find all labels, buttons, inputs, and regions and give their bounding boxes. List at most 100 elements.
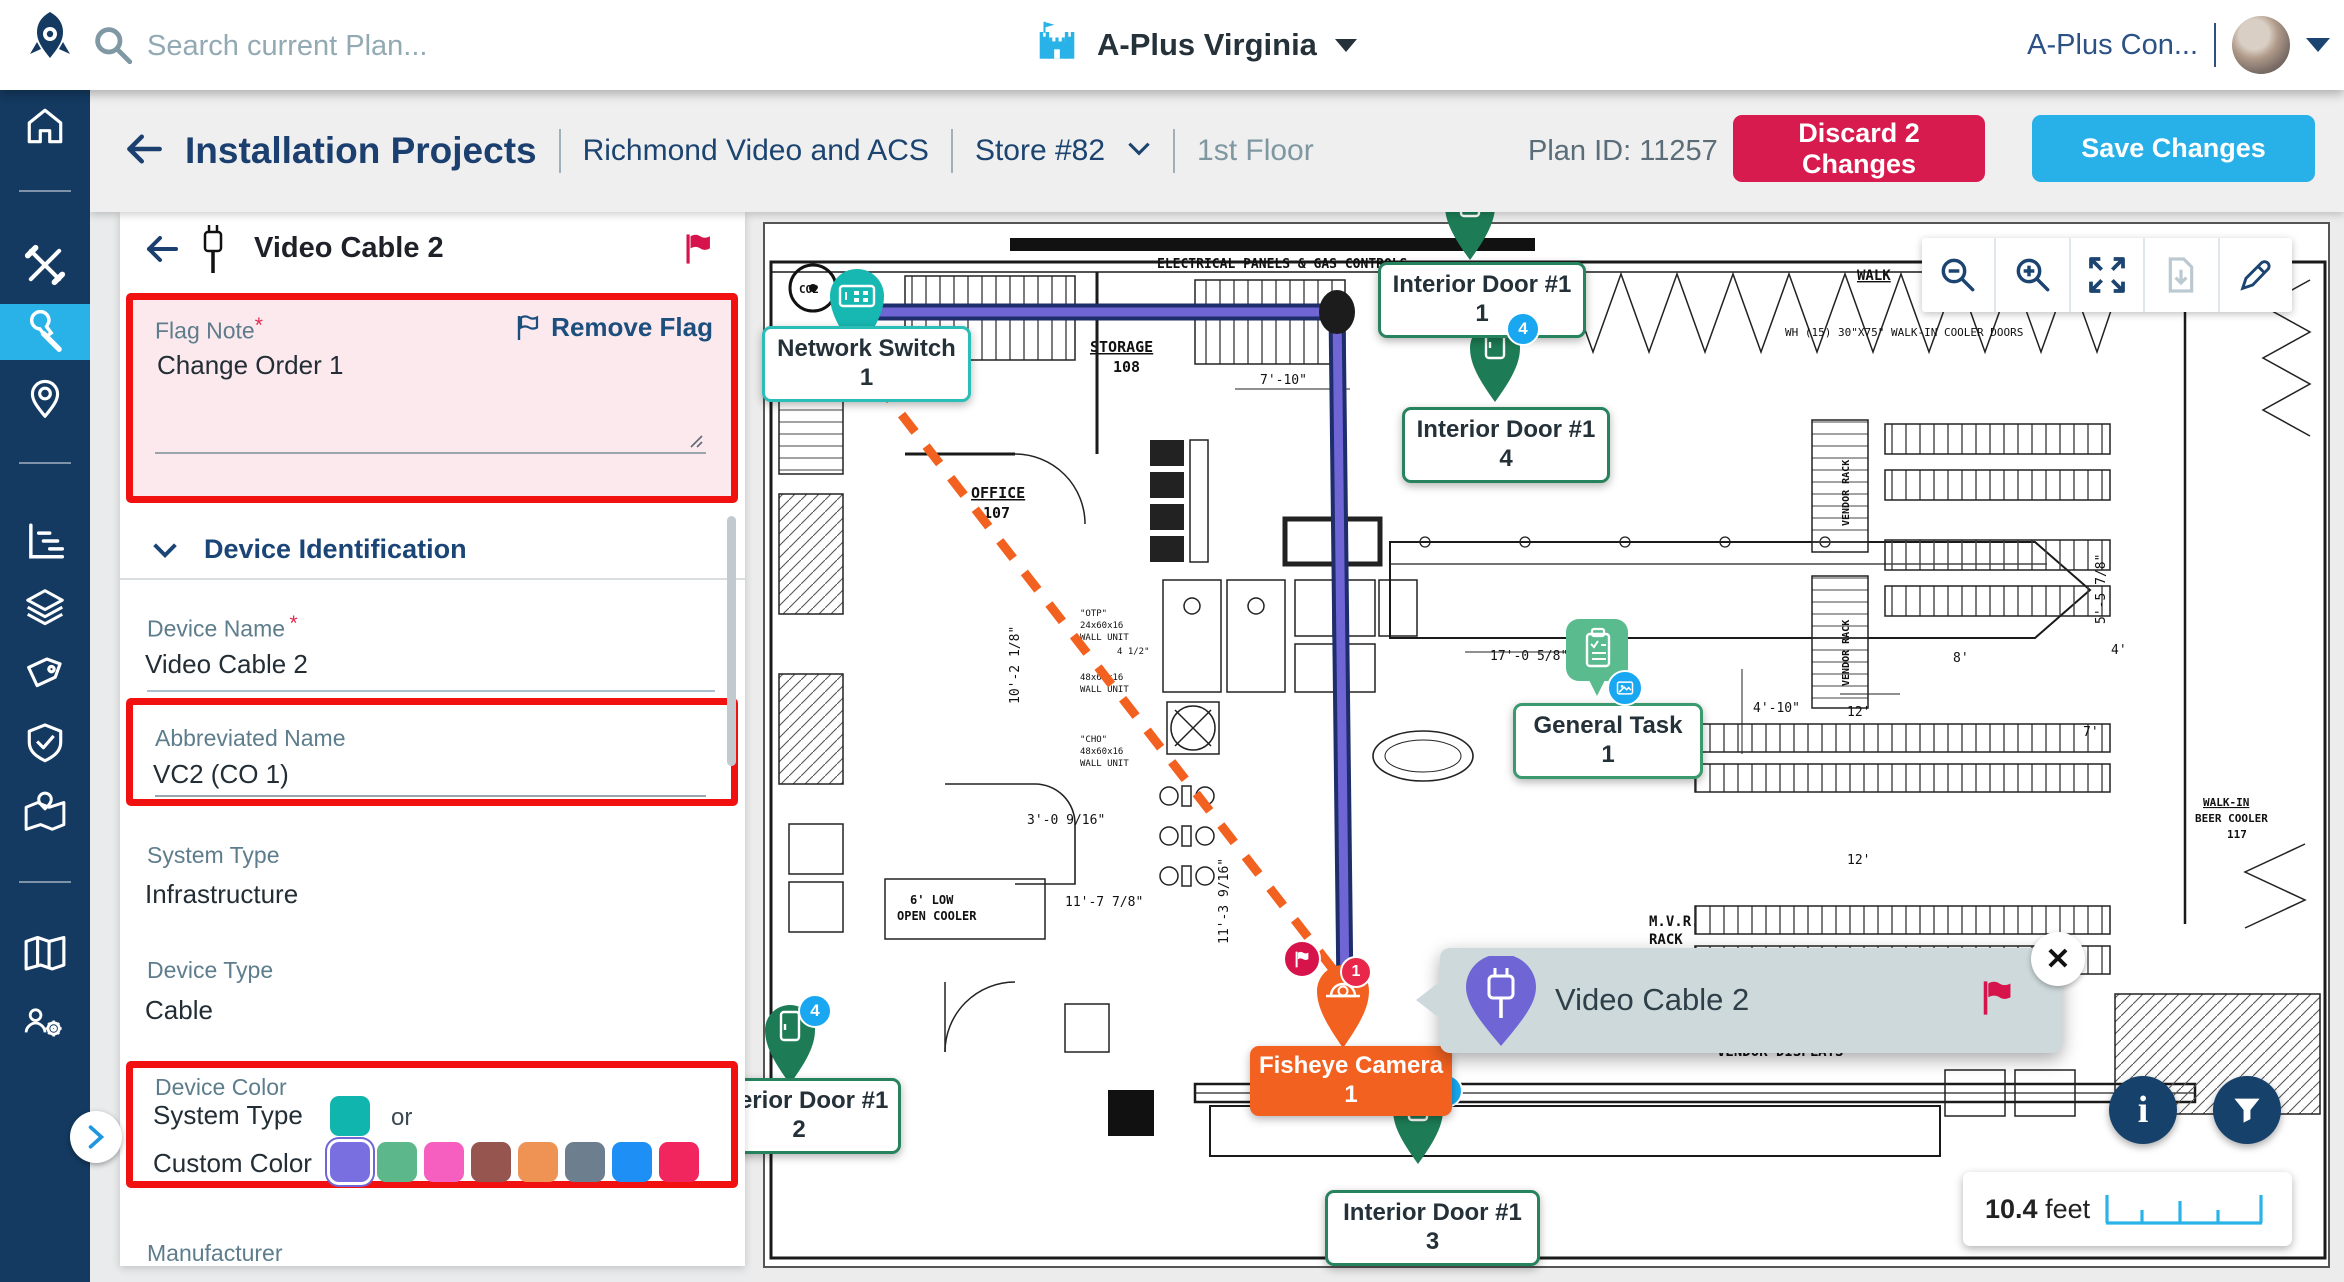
store-selector[interactable]: Store #82 <box>974 134 1106 167</box>
wrench-icon[interactable] <box>23 309 67 354</box>
custom-color-swatch[interactable] <box>612 1142 652 1182</box>
save-changes-button[interactable]: Save Changes <box>2032 115 2315 182</box>
interior-door-2-label[interactable]: Interior Door #12 <box>745 1078 901 1154</box>
account-menu[interactable]: A-Plus Con... <box>2027 0 2330 90</box>
custom-color-swatch[interactable] <box>330 1142 370 1182</box>
svg-text:11'-3 9/16": 11'-3 9/16" <box>1217 858 1232 944</box>
interior-door-1-pin[interactable] <box>1442 212 1498 267</box>
shield-check-icon[interactable] <box>23 721 67 765</box>
zoom-in-button[interactable] <box>1994 238 2068 312</box>
panel-expand-button[interactable] <box>70 1111 122 1163</box>
search-input[interactable] <box>145 18 1049 74</box>
download-button[interactable] <box>2143 238 2217 312</box>
breadcrumb-project[interactable]: Richmond Video and ACS <box>582 134 929 167</box>
back-arrow-icon[interactable] <box>125 132 163 171</box>
chevron-down-icon[interactable] <box>1127 141 1151 161</box>
cable-junction-node <box>1319 290 1355 334</box>
avatar[interactable] <box>2232 16 2290 74</box>
map-icon[interactable] <box>23 932 67 976</box>
flag-note-section: Flag Note* Remove Flag Change Order 1 <box>126 293 738 503</box>
crossed-tools-icon[interactable] <box>23 243 67 287</box>
svg-text:WALK-IN: WALK-IN <box>2203 796 2249 809</box>
tag-icon[interactable] <box>23 654 67 698</box>
svg-text:7': 7' <box>2083 725 2099 740</box>
map-pin-icon[interactable] <box>23 377 67 421</box>
or-label: or <box>391 1104 413 1131</box>
abbreviated-name-value[interactable]: VC2 (CO 1) <box>153 759 289 789</box>
interior-door-2-pin[interactable] <box>762 1000 818 1091</box>
svg-text:"OTP": "OTP" <box>1080 609 1107 619</box>
device-identification-header[interactable]: Device Identification <box>152 534 467 565</box>
svg-text:BEER COOLER: BEER COOLER <box>2195 812 2268 825</box>
org-selector[interactable]: A-Plus Virginia <box>1035 0 1357 90</box>
svg-text:107: 107 <box>983 504 1010 522</box>
device-tooltip[interactable]: Video Cable 2 <box>1416 948 2062 1053</box>
remove-flag-button[interactable]: Remove Flag <box>515 312 713 343</box>
edit-pen-button[interactable] <box>2217 238 2292 312</box>
resize-handle-icon[interactable] <box>687 432 703 453</box>
chevron-down-icon <box>2306 38 2330 52</box>
layers-icon[interactable] <box>23 586 67 630</box>
info-button[interactable]: i <box>2109 1076 2177 1144</box>
info-icon: i <box>2137 1089 2149 1131</box>
svg-text:17'-0 5/8": 17'-0 5/8" <box>1490 649 1568 664</box>
floorplan-viewport[interactable]: ELECTRICAL PANELS & GAS CONTROLS CO2 STO… <box>745 212 2344 1282</box>
custom-color-swatch[interactable] <box>518 1142 558 1182</box>
plan-id: Plan ID: 11257 <box>1528 134 1718 167</box>
floor-label: 1st Floor <box>1197 134 1314 167</box>
custom-color-swatch[interactable] <box>659 1142 699 1182</box>
account-name: A-Plus Con... <box>2027 28 2198 61</box>
map-scale: 10.4 feet <box>1963 1172 2292 1246</box>
device-name-value[interactable]: Video Cable 2 <box>145 649 308 679</box>
gantt-chart-icon[interactable] <box>23 519 67 563</box>
general-task-pin[interactable] <box>1565 618 1629 705</box>
svg-text:108: 108 <box>1113 358 1140 376</box>
svg-text:VENDOR RACK: VENDOR RACK <box>1841 620 1852 686</box>
device-detail-panel: Video Cable 2 Flag Note* Remove Flag Cha… <box>120 212 745 1266</box>
chevron-right-icon <box>88 1125 105 1149</box>
flag-icon[interactable] <box>683 232 715 271</box>
panel-scrollbar[interactable] <box>727 516 736 766</box>
discard-changes-button[interactable]: Discard 2 Changes <box>1733 115 1985 182</box>
custom-color-swatch[interactable] <box>471 1142 511 1182</box>
svg-text:OFFICE: OFFICE <box>971 484 1025 502</box>
map-marker-icon[interactable] <box>23 790 67 834</box>
team-settings-icon[interactable] <box>23 1001 67 1045</box>
svg-text:4'-10": 4'-10" <box>1753 701 1800 716</box>
filter-button[interactable] <box>2213 1076 2281 1144</box>
flag-outline-icon <box>517 314 539 340</box>
divider <box>19 462 71 464</box>
zoom-out-button[interactable] <box>1922 238 1994 312</box>
app-logo-icon[interactable] <box>30 10 70 80</box>
custom-color-swatch[interactable] <box>377 1142 417 1182</box>
device-color-section: Device Color System Type or Custom Color <box>126 1061 738 1188</box>
map-toolbar <box>1922 238 2292 312</box>
general-task-label[interactable]: General Task 1 <box>1513 703 1703 779</box>
tooltip-close-button[interactable]: ✕ <box>2031 932 2085 986</box>
svg-text:48x60x16: 48x60x16 <box>1080 747 1123 757</box>
manufacturer-label: Manufacturer <box>147 1240 283 1266</box>
divider <box>950 129 953 173</box>
divider <box>1173 129 1176 173</box>
device-name-label: Device Name * <box>147 612 298 642</box>
camera-count-badge: 1 <box>1340 956 1372 988</box>
svg-text:12': 12' <box>1847 705 1870 720</box>
floorplan-drawing: ELECTRICAL PANELS & GAS CONTROLS CO2 STO… <box>769 238 2327 1260</box>
svg-text:4 1/2": 4 1/2" <box>1117 647 1150 657</box>
custom-color-swatch[interactable] <box>424 1142 464 1182</box>
svg-text:WALK: WALK <box>1857 268 1891 284</box>
svg-text:12': 12' <box>1847 853 1870 868</box>
flag-note-input[interactable]: Change Order 1 <box>155 348 699 452</box>
fit-view-button[interactable] <box>2068 238 2143 312</box>
panel-back-arrow-icon[interactable] <box>145 234 179 269</box>
device-type-label: Device Type <box>147 957 274 983</box>
home-icon[interactable] <box>23 104 67 148</box>
svg-text:5'-5 7/8": 5'-5 7/8" <box>2094 554 2109 624</box>
system-type-color-swatch[interactable] <box>330 1096 370 1136</box>
custom-color-swatch[interactable] <box>565 1142 605 1182</box>
